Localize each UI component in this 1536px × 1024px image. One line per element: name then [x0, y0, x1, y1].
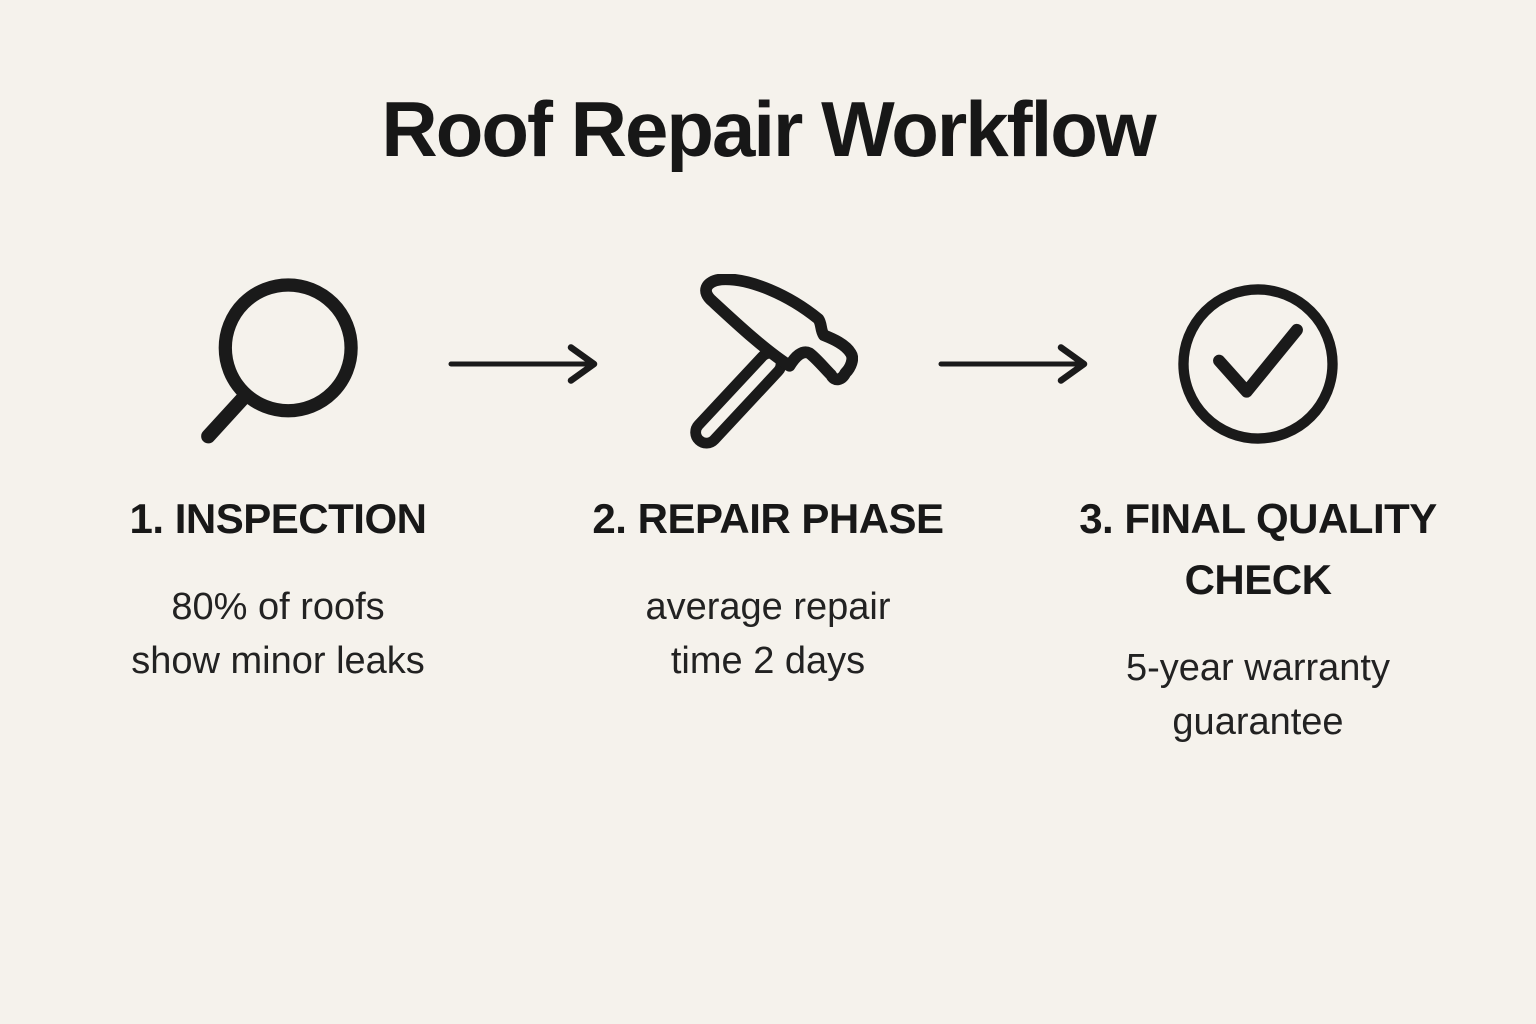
step-text-inspection: 1. INSPECTION 80% of roofs show minor le…	[98, 489, 458, 749]
hammer-icon	[690, 273, 858, 449]
step-description: 5-year warranty guarantee	[1126, 646, 1390, 743]
step-text-repair: 2. REPAIR PHASE average repair time 2 da…	[588, 489, 948, 749]
step-heading: 2. REPAIR PHASE	[592, 494, 944, 542]
step-icon-inspection	[98, 278, 458, 450]
right-arrow-icon	[448, 344, 598, 384]
right-arrow-icon	[938, 344, 1088, 384]
magnifier-icon	[201, 278, 358, 444]
check-circle-icon	[1178, 284, 1338, 444]
steps-text-row: 1. INSPECTION 80% of roofs show minor le…	[0, 489, 1536, 749]
flow-arrow-1	[448, 342, 598, 386]
step-description: 80% of roofs show minor leaks	[131, 585, 425, 683]
page-title: Roof Repair Workflow	[381, 85, 1156, 173]
flow-arrow-2	[938, 342, 1088, 386]
workflow-icons-row	[0, 273, 1536, 455]
step-text-quality-check: 3. FINAL QUALITY CHECK 5-year warranty g…	[1078, 489, 1438, 749]
step-description: average repair time 2 days	[645, 585, 891, 683]
step-icon-quality-check	[1078, 283, 1438, 445]
step-heading: 3. FINAL QUALITY CHECK	[1079, 494, 1437, 603]
step-heading: 1. INSPECTION	[129, 494, 427, 542]
step-icon-repair	[588, 273, 948, 454]
